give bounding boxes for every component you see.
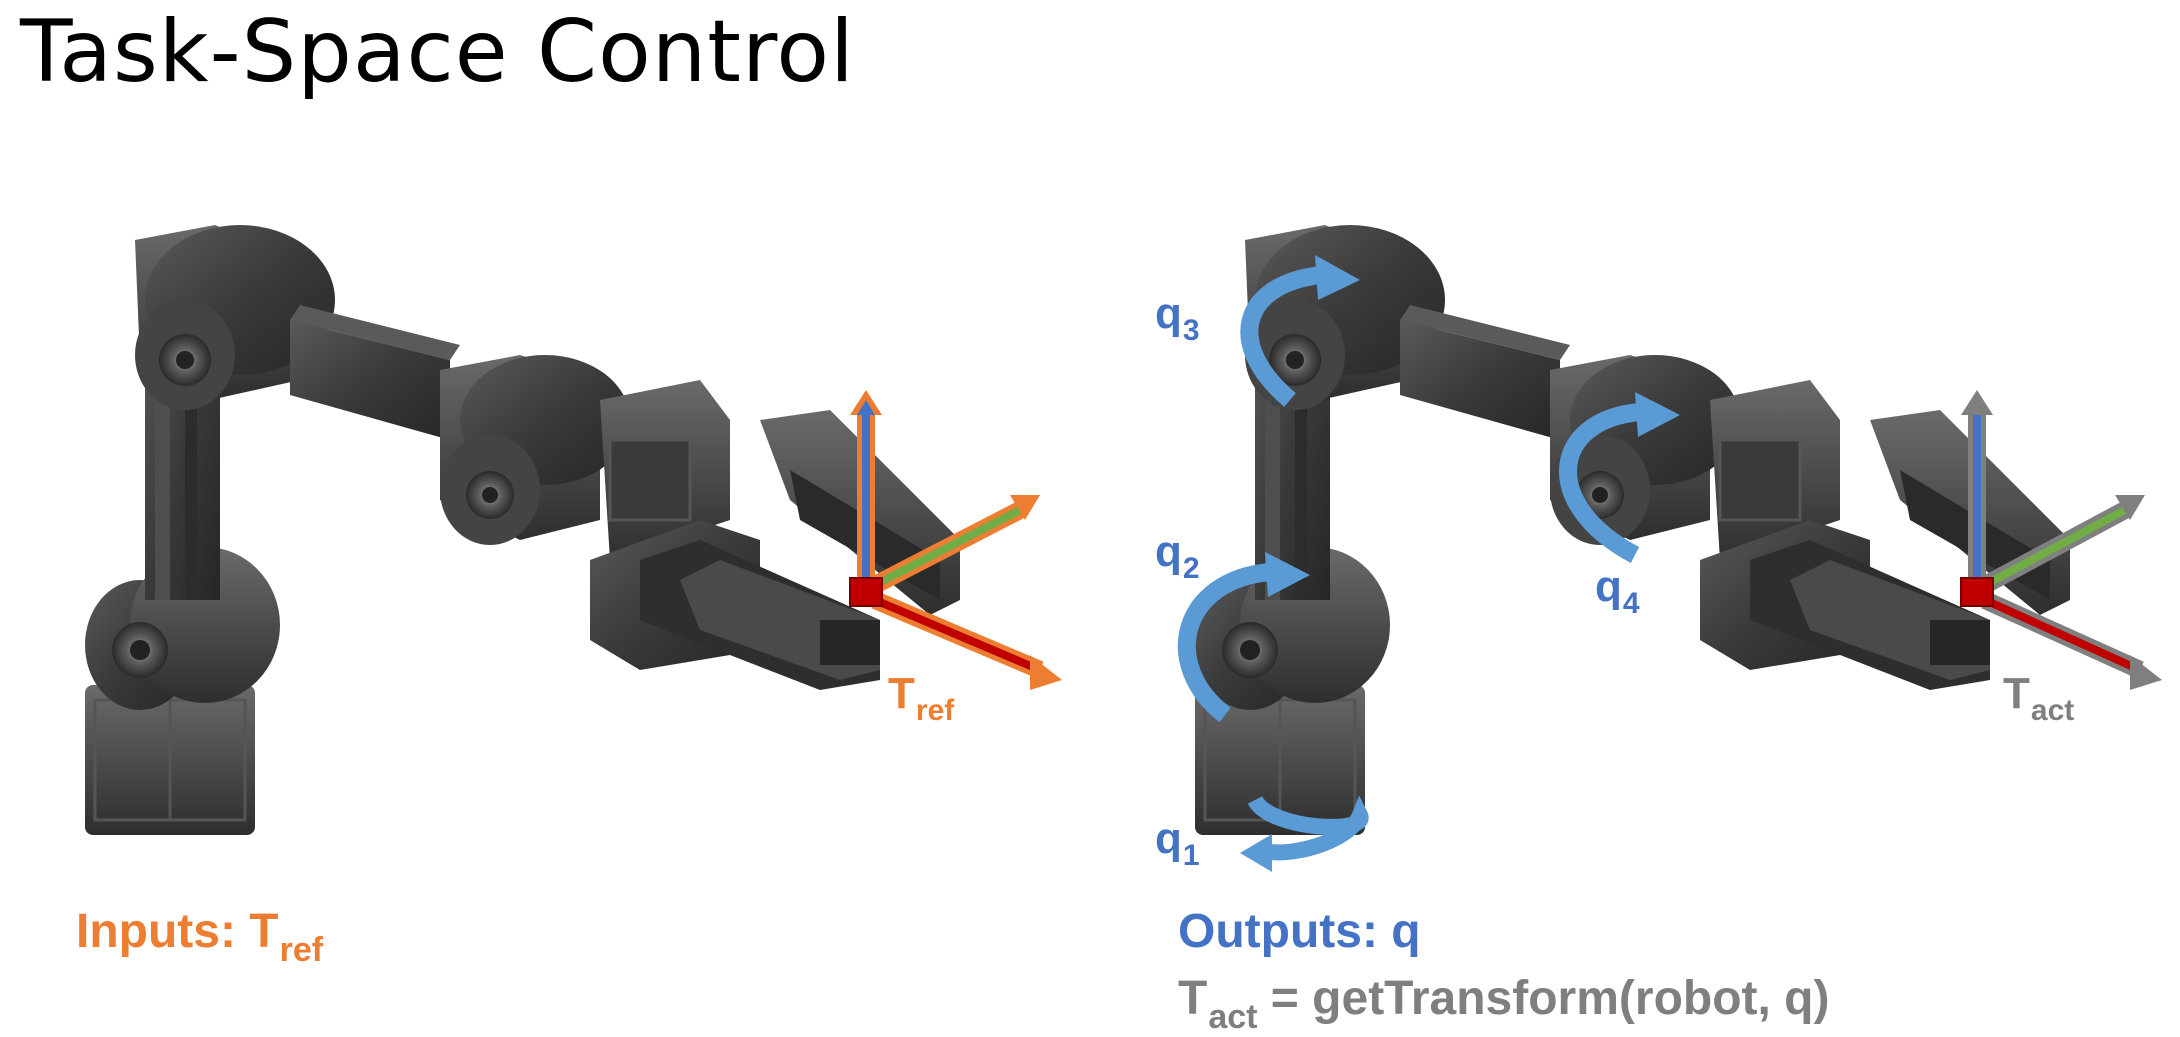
joint-arrowhead-q2 xyxy=(1265,552,1310,597)
left-reference-frame xyxy=(849,390,1062,690)
transform-equation: Tact = getTransform(robot, q) xyxy=(1178,972,1830,1036)
outputs-label: Outputs: q xyxy=(1178,905,1421,958)
joint-label-q2: q2 xyxy=(1155,527,1200,585)
joint-label-q3: q3 xyxy=(1155,289,1200,347)
joint-arrow-q2 xyxy=(1177,563,1272,723)
joint-arrow-q1 xyxy=(1247,795,1369,861)
tact-frame-label: Tact xyxy=(2003,669,2075,727)
right-robot-illustration xyxy=(1193,223,2072,837)
joint-arrow-q4 xyxy=(1559,403,1642,563)
joint-arrowhead-q1 xyxy=(1240,834,1272,872)
inputs-label: Inputs: Tref xyxy=(76,905,324,969)
joint-arrow-q3 xyxy=(1240,266,1322,407)
page-title: Task-Space Control xyxy=(20,2,855,102)
joint-arrowhead-q3 xyxy=(1315,255,1360,300)
left-robot-illustration xyxy=(83,223,962,837)
joint-label-q1: q1 xyxy=(1155,814,1200,872)
tref-frame-label: Tref xyxy=(888,669,955,727)
joint-label-q4: q4 xyxy=(1595,562,1640,620)
joint-arrowhead-q4 xyxy=(1635,392,1680,437)
right-actual-frame xyxy=(1960,390,2162,690)
